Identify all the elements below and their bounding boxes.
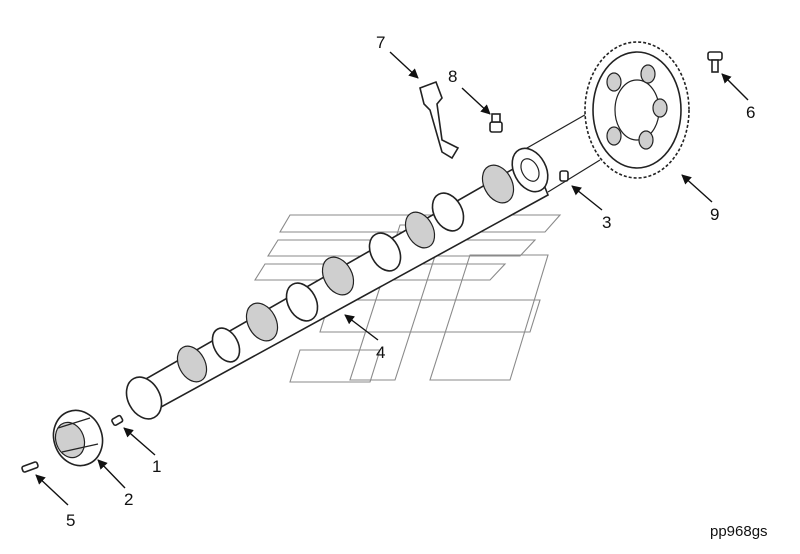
- camshaft-gear: [584, 41, 690, 179]
- bracket-7: [419, 80, 460, 160]
- drawing-code: pp968gs: [710, 523, 768, 540]
- callout-1: 1: [152, 457, 161, 476]
- thrust-collar: [52, 409, 104, 467]
- callout-5: 5: [66, 511, 75, 530]
- callout-labels: 1 2 3 4 5 6 7 8 9: [66, 33, 755, 530]
- capscrew-8: [489, 113, 503, 133]
- callout-2: 2: [124, 490, 133, 509]
- callout-3: 3: [602, 213, 611, 232]
- capscrew-5: [21, 461, 39, 473]
- capscrew-6: [707, 51, 723, 73]
- construction-lines: [519, 111, 601, 193]
- callout-6: 6: [746, 103, 755, 122]
- dowel-pin-1: [111, 414, 124, 427]
- callout-9: 9: [710, 205, 719, 224]
- callout-4: 4: [376, 343, 385, 362]
- camshaft: [125, 147, 550, 420]
- callout-7: 7: [376, 33, 385, 52]
- callout-8: 8: [448, 67, 457, 86]
- dowel-pin-3: [559, 170, 569, 182]
- leader-arrows: [35, 51, 749, 506]
